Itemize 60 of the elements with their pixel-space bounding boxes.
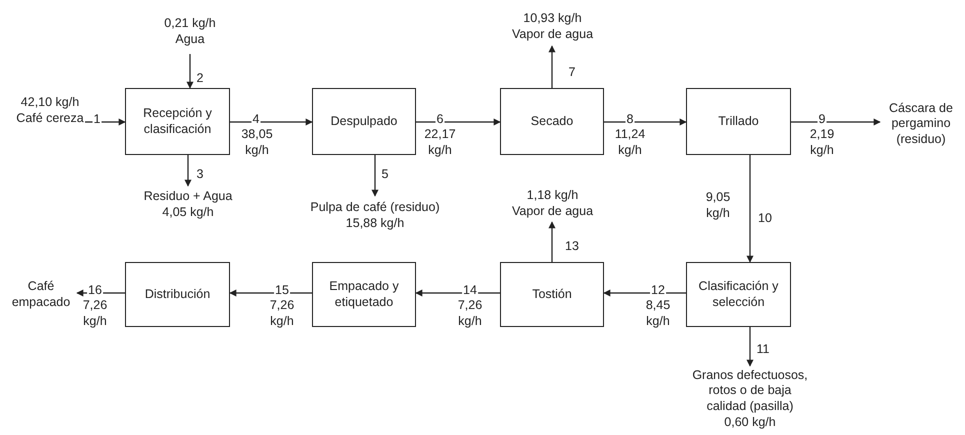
arrow [184,155,192,187]
process-label: Clasificación y selección [698,278,780,310]
stream-label: Cáscara de pergamino (residuo) [888,100,954,148]
stream-number: 5 [380,168,390,180]
stream-number: 15 [274,284,290,296]
arrow [372,155,378,197]
stream-number: 6 [436,113,444,126]
arrow [230,118,313,126]
stream-label: Agua [175,32,205,48]
process-box [686,88,791,155]
stream-number: 4 [252,113,260,126]
stream-label: Café cereza [16,111,84,127]
process-label: Secado [530,114,574,130]
stream-number: 1 [92,113,102,126]
stream-number: 10 [757,212,773,224]
process-label: Despulpado [330,114,398,130]
stream-label: Granos defectuosos, rotos o de baja calidad (pasilla) [691,368,809,415]
arrow [604,118,687,126]
process-label: Empacado y etiquetado [328,278,400,310]
stream-number: 12 [650,284,666,296]
process-box [500,88,604,155]
process-box [686,262,791,327]
stream-flow-rate: 1,18 kg/h [526,188,578,204]
stream-number: 9 [818,113,826,126]
stream-number: 8 [626,113,634,126]
process-box [125,88,230,155]
process-box [312,262,416,327]
arrow [186,54,194,89]
stream-number: 3 [196,168,204,180]
stream-flow-rate: 42,10 kg/h [20,95,80,111]
stream-flow-rate: 15,88 kg/h [346,216,404,232]
stream-flow-rate: 0,21 kg/h [164,16,216,32]
arrow [415,290,500,296]
stream-number: 11 [756,343,770,356]
stream-label: Vapor de agua [512,27,594,43]
stream-label: Café empacado [11,279,71,311]
stream-number: 13 [564,240,580,252]
process-label: Recepción y clasificación [142,106,213,138]
arrow [416,118,501,126]
process-label: Trillado [718,114,759,130]
arrow [791,118,881,126]
stream-number: 14 [462,284,478,296]
stream-number: 16 [87,284,103,296]
process-box [312,88,416,155]
stream-flow-rate: 0,60 kg/h [724,414,776,430]
stream-label: Pulpa de café (residuo) [310,200,440,216]
arrow [548,45,556,88]
arrow [746,327,754,367]
process-label: Tostión [532,286,572,302]
process-box [125,262,230,327]
arrow [548,221,556,262]
stream-label: Vapor de agua [512,204,594,220]
stream-flow-rate: 4,05 kg/h [162,205,214,221]
process-box [500,262,604,327]
stream-label: Residuo + Agua [144,189,232,205]
stream-number: 7 [568,66,576,78]
process-label: Distribución [144,286,210,302]
stream-flow-rate: 10,93 kg/h [523,11,582,27]
stream-number: 2 [196,72,204,84]
arrow [746,155,754,263]
